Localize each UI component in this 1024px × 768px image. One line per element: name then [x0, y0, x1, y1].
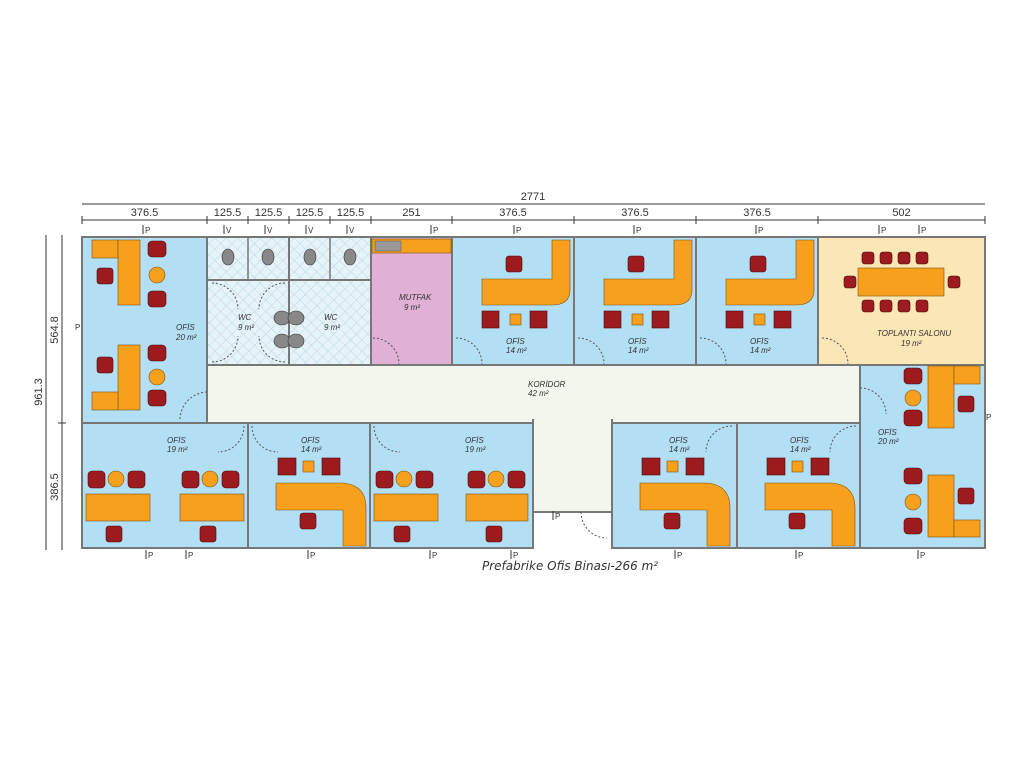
furniture	[85, 238, 981, 547]
room-name: OFİS	[176, 323, 195, 332]
room-name: MUTFAK	[399, 293, 432, 302]
window-label: P	[677, 551, 682, 560]
window-label: P	[881, 226, 886, 235]
dim-segment: 376.5	[499, 207, 527, 219]
room-area: 42 m²	[528, 389, 549, 398]
room-area: 19 m²	[465, 445, 486, 454]
corridor	[206, 364, 861, 424]
doors	[179, 282, 887, 539]
room-area: 9 m²	[404, 303, 420, 312]
wc-window-label: V	[267, 226, 273, 235]
dim-segment: 376.5	[131, 207, 159, 219]
dim-segment: 251	[402, 207, 420, 219]
room-name: OFİS	[669, 436, 688, 445]
room-area: 14 m²	[790, 445, 811, 454]
room-labels: OFİS 20 m² WC 9 m² WC 9 m² MUTFAK 9 m² O…	[167, 293, 951, 454]
window-label: P	[310, 551, 315, 560]
room-area: 9 m²	[324, 323, 340, 332]
room-area: 14 m²	[506, 346, 527, 355]
window-label: P	[188, 551, 193, 560]
room-name: OFİS	[878, 428, 897, 437]
wc-window-label: V	[349, 226, 355, 235]
window-label: P	[920, 551, 925, 560]
dim-total-width: 2771	[521, 191, 545, 203]
window-label: P	[148, 551, 153, 560]
window-label: P	[145, 226, 150, 235]
room-area: 14 m²	[628, 346, 649, 355]
room-area: 19 m²	[901, 339, 922, 348]
wc-window-label: V	[308, 226, 314, 235]
room-name: TOPLANTI SALONU	[877, 329, 951, 338]
dim-segment: 125.5	[214, 207, 242, 219]
dim-segment: 376.5	[743, 207, 771, 219]
room-name: OFİS	[465, 436, 484, 445]
window-label: P	[513, 551, 518, 560]
room-name: OFİS	[750, 337, 769, 346]
room-name: OFİS	[628, 337, 647, 346]
window-label: P	[433, 226, 438, 235]
dim-segment: 125.5	[337, 207, 365, 219]
window-label: P	[758, 226, 763, 235]
office-right	[859, 364, 986, 549]
room-area: 14 m²	[301, 445, 322, 454]
dim-segment: 125.5	[255, 207, 283, 219]
room-name: OFİS	[790, 436, 809, 445]
window-label: P	[986, 413, 991, 422]
room-name: WC	[238, 313, 252, 322]
room-area: 20 m²	[877, 437, 899, 446]
plan-title: Prefabrike Ofis Binası-266 m²	[482, 559, 658, 573]
dim-left-lower: 386.5	[49, 473, 61, 501]
dim-total-height: 961.3	[33, 378, 45, 406]
dim-segment: 125.5	[296, 207, 324, 219]
room-area: 20 m²	[175, 333, 197, 342]
wc-window-label: V	[226, 226, 232, 235]
window-label: P	[921, 226, 926, 235]
window-label: P	[75, 323, 80, 332]
window-label: P	[516, 226, 521, 235]
room-area: 14 m²	[669, 445, 690, 454]
dim-segment: 376.5	[621, 207, 649, 219]
room-area: 9 m²	[238, 323, 254, 332]
room-name: OFİS	[301, 436, 320, 445]
room-name: KORİDOR	[528, 380, 566, 389]
window-labels: P P P P P P P P P P P P P P P P P P V V V V	[75, 225, 991, 560]
room-name: WC	[324, 313, 338, 322]
room-area: 14 m²	[750, 346, 771, 355]
window-label: P	[798, 551, 803, 560]
dim-segment: 502	[892, 207, 910, 219]
dim-left-upper: 564.8	[49, 316, 61, 344]
room-area: 19 m²	[167, 445, 188, 454]
room-name: OFİS	[506, 337, 525, 346]
window-label: P	[555, 512, 560, 521]
kitchen	[370, 236, 453, 366]
window-label: P	[636, 226, 641, 235]
window-label: P	[432, 551, 437, 560]
dimension-lines: 2771 376.5 125.5 125.5 125.5 125.5 251 376.5 37…	[33, 191, 986, 550]
room-name: OFİS	[167, 436, 186, 445]
entrance-hall	[532, 419, 613, 513]
